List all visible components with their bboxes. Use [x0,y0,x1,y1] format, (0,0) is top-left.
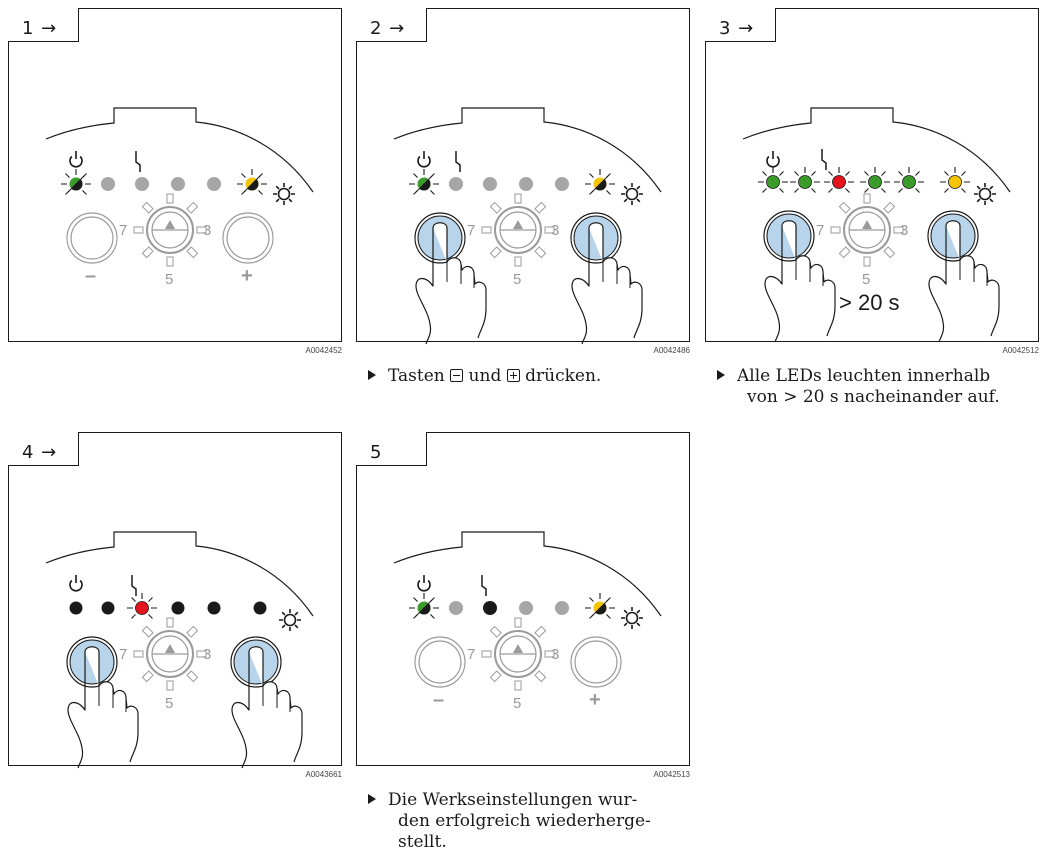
rotary-dial [133,193,207,267]
step-label: 3 → [719,18,755,39]
figure-code: A0042486 [653,346,690,355]
device-diagram: 7 3 5 – + [8,8,342,342]
power-icon [766,150,780,168]
dial-label-bottom: 5 [862,271,870,288]
plus-button [570,636,622,688]
rotary-dial [133,617,207,691]
dial-label-right: 3 [203,646,211,663]
led-maintenance [591,599,609,617]
rotary-dial [481,617,555,691]
figure-code: A0042513 [653,770,690,779]
led [171,177,185,191]
power-icon [417,574,431,592]
plus-label: + [241,265,253,287]
caption-step-2: Tasten und drücken. [368,366,601,387]
panel-step-5: 7 3 5 – + 5 A0042513 [356,432,690,779]
rotary-dial [481,193,555,267]
panel-step-2: 7 3 5 2 → A0042486 [356,8,690,355]
dial-label-bottom: 5 [165,271,173,288]
sun-icon [620,182,644,206]
dial-label-bottom: 5 [165,695,173,712]
plus-key-icon [506,369,520,382]
minus-label: – [433,689,444,711]
figure-code: A0042452 [305,346,342,355]
dial-label-left: 7 [816,222,824,239]
sun-icon [973,182,997,206]
led-power [415,175,433,193]
led-maintenance [591,175,609,193]
plus-label: + [589,689,601,711]
step-label: 5 [370,442,383,463]
dial-label-bottom: 5 [513,271,521,288]
panel-step-1: 7 3 5 – + 1 → A0042452 [8,8,342,355]
fault-icon [455,150,461,173]
bullet-arrow-icon [717,370,725,380]
led-power [67,175,85,193]
led-maintenance [243,175,261,193]
dial-label-left: 7 [467,222,475,239]
dial-label-left: 7 [119,222,127,239]
minus-key-icon [450,369,464,382]
power-icon [417,150,431,168]
sun-icon [272,182,296,206]
panel-step-3: 7 3 5 > 20 s 3 → A0042512 [705,8,1039,355]
sun-icon [278,608,302,632]
dial-label-left: 7 [119,646,127,663]
step-label: 1 → [22,18,58,39]
minus-button [414,636,466,688]
caption-step-5: Die Werkseinstellungen wur- den erfolgre… [368,790,651,853]
step-label: 2 → [370,18,406,39]
fault-icon [131,574,137,597]
device-diagram: 7 3 5 – + [356,432,690,766]
dial-label-right: 3 [551,646,559,663]
dial-label-right: 3 [551,222,559,239]
bullet-arrow-icon [368,794,376,804]
power-icon [69,574,83,592]
device-diagram: 7 3 5 > 20 s [705,8,1039,343]
dial-label-right: 3 [900,222,908,239]
bullet-arrow-icon [368,370,376,380]
led-power [415,599,433,617]
plus-button [222,212,274,264]
rotary-dial [830,193,904,267]
device-diagram: 7 3 5 [356,8,690,345]
fault-icon [481,574,487,597]
minus-button [66,212,118,264]
dial-label-right: 3 [203,222,211,239]
device-diagram: 7 3 5 [8,432,342,769]
panel-step-4: 7 3 5 4 → A0043661 [8,432,342,779]
dial-label-bottom: 5 [513,695,521,712]
led [135,177,149,191]
caption-step-3: Alle LEDs leuchten innerhalb von > 20 s … [717,366,1000,408]
sun-icon [620,606,644,630]
led [101,177,115,191]
minus-label: – [85,265,96,287]
fault-icon [821,148,827,171]
duration-label: > 20 s [839,290,900,315]
step-label: 4 → [22,442,58,463]
fault-icon [135,150,141,173]
led [207,177,221,191]
dial-label-left: 7 [467,646,475,663]
figure-code: A0042512 [1002,346,1039,355]
figure-code: A0043661 [305,770,342,779]
power-icon [69,150,83,168]
